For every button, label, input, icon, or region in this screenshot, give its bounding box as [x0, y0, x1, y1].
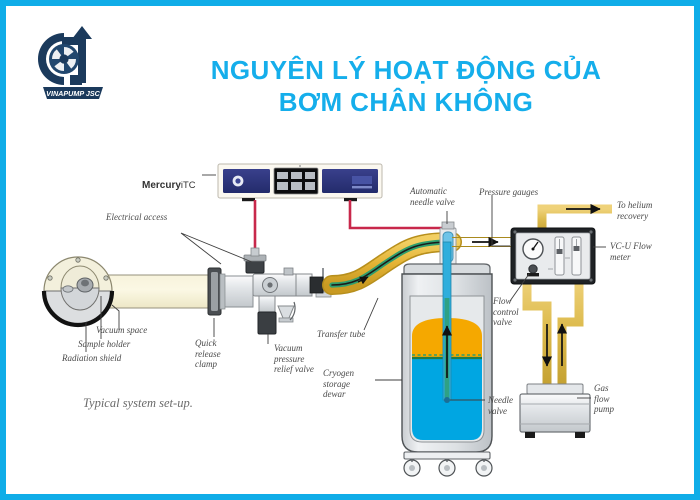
label-needle-valve: Needle valve — [488, 395, 513, 416]
label-sample-holder: Sample holder — [78, 339, 131, 349]
label-flow-control-valve: Flow control valve — [493, 296, 519, 327]
label-electrical-access: Electrical access — [106, 212, 168, 222]
label-pressure-gauges: Pressure gauges — [479, 187, 539, 197]
poster-canvas: VINAPUMP JSC NGUYÊN LÝ HOẠT ĐỘNG CỦA BƠM… — [6, 6, 694, 494]
label-transfer-tube: Transfer tube — [317, 329, 366, 339]
cryogen-storage-dewar — [401, 241, 493, 477]
label-cryogen-storage-dewar: Cryogen storage dewar — [323, 368, 354, 399]
label-vacuum-space: Vacuum space — [96, 325, 148, 335]
label-radiation-shield: Radiation shield — [62, 353, 122, 363]
leader-lines — [85, 174, 606, 401]
label-vacuum-pressure-relief-valve: Vacuum pressure relief valve — [274, 343, 314, 374]
vinapump-logo: VINAPUMP JSC — [38, 26, 103, 99]
logo-banner-text: VINAPUMP JSC — [46, 89, 100, 98]
gas-flow-pump — [519, 383, 591, 438]
mercury-itc-instrument — [217, 163, 383, 202]
diagram-caption: Typical system set-up. — [83, 396, 193, 410]
page-title: NGUYÊN LÝ HOẠT ĐỘNG CỦA BƠM CHÂN KHÔNG — [126, 54, 686, 118]
label-quick-release-clamp: Quick release clamp — [195, 338, 221, 369]
label-automatic-needle-valve: Automatic needle valve — [410, 186, 455, 207]
page-title-line-1: NGUYÊN LÝ HOẠT ĐỘNG CỦA — [210, 55, 602, 85]
transfer-tube — [322, 232, 462, 295]
label-to-helium-recovery: To helium recovery — [617, 200, 653, 221]
label-gas-flow-pump: Gas flow pump — [594, 383, 614, 414]
flow-arrows — [472, 203, 601, 367]
cryostat-system-diagram — [41, 163, 612, 477]
page-title-line-2: BƠM CHÂN KHÔNG — [278, 87, 534, 117]
cryostat-assembly — [41, 247, 337, 335]
label-mercury-itc: MercuryiTC — [142, 178, 196, 191]
label-vcu-flow-meter: VC-U Flow meter — [610, 241, 652, 262]
vcu-flow-meter — [510, 227, 596, 285]
